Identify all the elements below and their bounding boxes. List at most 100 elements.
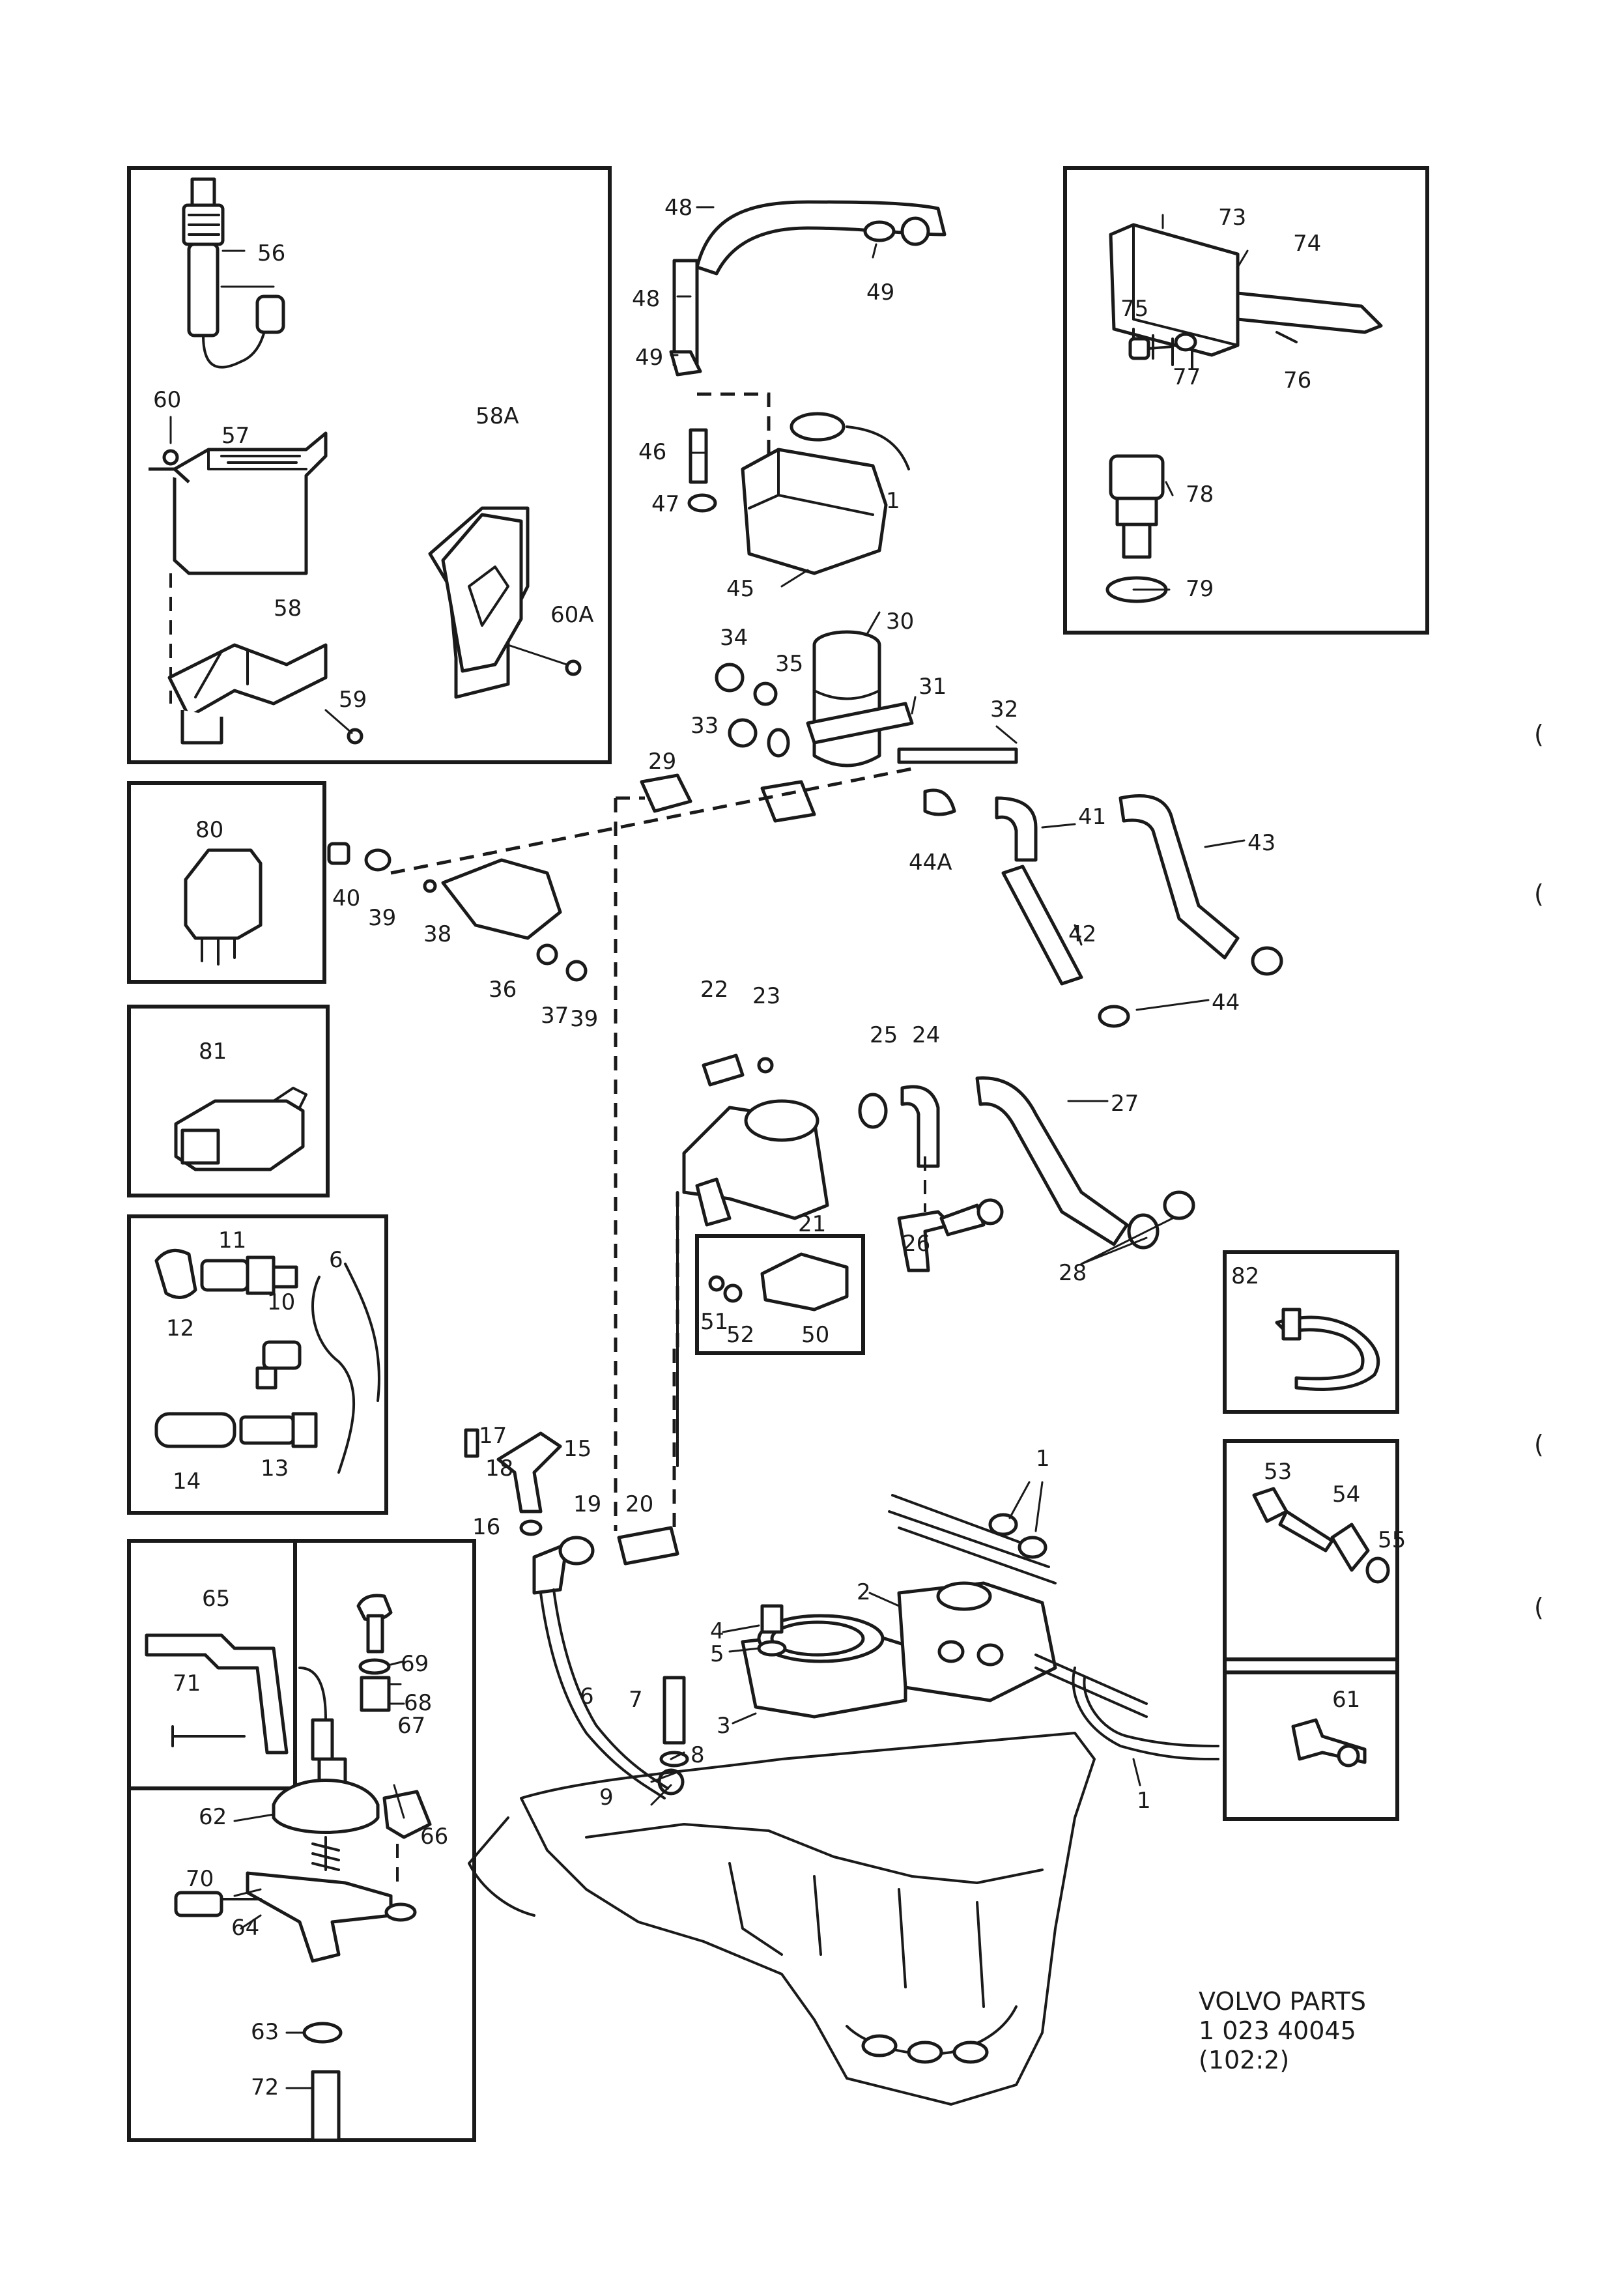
callout-1a: 1 bbox=[886, 488, 900, 514]
callout-45: 45 bbox=[726, 576, 754, 602]
callout-68: 68 bbox=[404, 1690, 432, 1716]
callout-44: 44 bbox=[1212, 990, 1240, 1016]
callout-8: 8 bbox=[691, 1742, 705, 1768]
bracket-58 bbox=[167, 573, 363, 745]
box-switch-50 bbox=[695, 1234, 865, 1355]
callout-79: 79 bbox=[1186, 576, 1214, 602]
margin-mark: ( bbox=[1534, 880, 1544, 908]
intake-manifold bbox=[468, 1732, 1096, 2106]
bracket-65 bbox=[145, 1633, 289, 1755]
callout-41: 41 bbox=[1078, 804, 1106, 830]
callout-75: 75 bbox=[1120, 296, 1148, 322]
callout-9: 9 bbox=[599, 1784, 614, 1811]
relay-80 bbox=[184, 848, 263, 966]
callout-2: 2 bbox=[857, 1579, 871, 1605]
control-unit-57 bbox=[149, 416, 328, 575]
callout-28: 28 bbox=[1059, 1260, 1087, 1286]
callout-12: 12 bbox=[166, 1315, 194, 1341]
callout-35: 35 bbox=[775, 651, 803, 677]
callout-33: 33 bbox=[691, 713, 719, 739]
callout-37: 37 bbox=[541, 1003, 569, 1029]
callout-44A: 44A bbox=[909, 850, 952, 876]
callout-19: 19 bbox=[573, 1491, 601, 1517]
temp-sensor-78 bbox=[1105, 454, 1168, 603]
callout-77: 77 bbox=[1173, 364, 1201, 390]
callout-51: 51 bbox=[700, 1309, 728, 1335]
callout-40: 40 bbox=[332, 885, 360, 911]
callout-25: 25 bbox=[870, 1022, 898, 1048]
callout-15: 15 bbox=[563, 1436, 591, 1462]
sensor-parts-10-14 bbox=[154, 1248, 380, 1474]
leader-lines bbox=[221, 206, 1249, 2089]
callout-6b: 6 bbox=[580, 1683, 594, 1710]
callout-34: 34 bbox=[720, 625, 748, 651]
clip-82 bbox=[1275, 1308, 1380, 1391]
callout-31: 31 bbox=[919, 674, 947, 700]
callout-65: 65 bbox=[202, 1586, 230, 1612]
sensor-53-55 bbox=[1252, 1487, 1390, 1584]
callout-62: 62 bbox=[199, 1804, 227, 1830]
dashed-vacuum-lines bbox=[614, 796, 676, 1531]
callout-6a: 6 bbox=[329, 1247, 343, 1273]
callout-78: 78 bbox=[1186, 481, 1214, 508]
callout-80: 80 bbox=[195, 817, 223, 843]
callout-32: 32 bbox=[990, 696, 1018, 723]
callout-17: 17 bbox=[479, 1423, 507, 1449]
callout-3: 3 bbox=[717, 1713, 731, 1739]
callout-72: 72 bbox=[251, 2074, 279, 2100]
callout-36: 36 bbox=[489, 977, 517, 1003]
callout-39b: 39 bbox=[570, 1006, 598, 1032]
margin-mark: ( bbox=[1534, 1430, 1544, 1459]
callout-5: 5 bbox=[710, 1641, 724, 1667]
caption-line-1: VOLVO PARTS bbox=[1199, 1987, 1366, 2016]
callout-59: 59 bbox=[339, 687, 367, 713]
catalog-caption: VOLVO PARTS 1 023 40045 (102:2) bbox=[1199, 1987, 1366, 2074]
callout-52: 52 bbox=[726, 1322, 754, 1348]
callout-14: 14 bbox=[173, 1468, 201, 1495]
callout-48b: 48 bbox=[632, 286, 660, 312]
callout-1b: 1 bbox=[1036, 1446, 1050, 1472]
sensor-61 bbox=[1291, 1718, 1367, 1768]
vacuum-unit-62 bbox=[174, 1667, 393, 1963]
box-sensor-53-55 bbox=[1223, 1439, 1399, 1674]
callout-1c: 1 bbox=[1137, 1788, 1151, 1814]
idle-valve-45 bbox=[687, 392, 910, 575]
callout-58A: 58A bbox=[476, 403, 519, 429]
margin-mark: ( bbox=[1534, 720, 1544, 749]
callout-64: 64 bbox=[231, 1915, 259, 1941]
callout-60: 60 bbox=[153, 387, 181, 413]
margin-marks: ( ( ( ( bbox=[1534, 720, 1544, 1622]
caption-line-3: (102:2) bbox=[1199, 2046, 1289, 2074]
callout-81: 81 bbox=[199, 1039, 227, 1065]
hoses-29-44 bbox=[640, 773, 1283, 1028]
box-relay-80 bbox=[127, 781, 326, 984]
callout-47: 47 bbox=[651, 491, 679, 517]
bracket-58A bbox=[428, 506, 582, 699]
callout-70: 70 bbox=[186, 1866, 214, 1892]
box-oxygen-sensor-group bbox=[127, 166, 612, 764]
callout-56: 56 bbox=[257, 240, 285, 266]
callout-11: 11 bbox=[218, 1227, 246, 1253]
callout-67: 67 bbox=[397, 1713, 425, 1739]
callout-71: 71 bbox=[173, 1670, 201, 1697]
margin-mark: ( bbox=[1534, 1593, 1544, 1622]
callout-49a: 49 bbox=[866, 279, 894, 306]
callout-30: 30 bbox=[886, 609, 914, 635]
callout-73: 73 bbox=[1218, 205, 1246, 231]
callout-23: 23 bbox=[752, 983, 780, 1009]
callout-4: 4 bbox=[710, 1618, 724, 1644]
callout-13: 13 bbox=[261, 1455, 289, 1482]
callout-26: 26 bbox=[902, 1231, 930, 1257]
callout-49b: 49 bbox=[635, 345, 663, 371]
switch-50 bbox=[708, 1252, 849, 1311]
relay-81 bbox=[174, 1087, 307, 1171]
callout-46: 46 bbox=[638, 439, 666, 465]
callout-29: 29 bbox=[648, 749, 676, 775]
box-vacuum-unit bbox=[127, 1539, 476, 2142]
air-valve-30 bbox=[715, 630, 1018, 767]
hose-48 bbox=[669, 200, 947, 377]
callout-18: 18 bbox=[485, 1455, 513, 1482]
callout-63: 63 bbox=[251, 2019, 279, 2045]
callout-labels: 56 60 57 58A 58 59 60A 48 48 49 49 46 47… bbox=[153, 195, 1406, 2100]
